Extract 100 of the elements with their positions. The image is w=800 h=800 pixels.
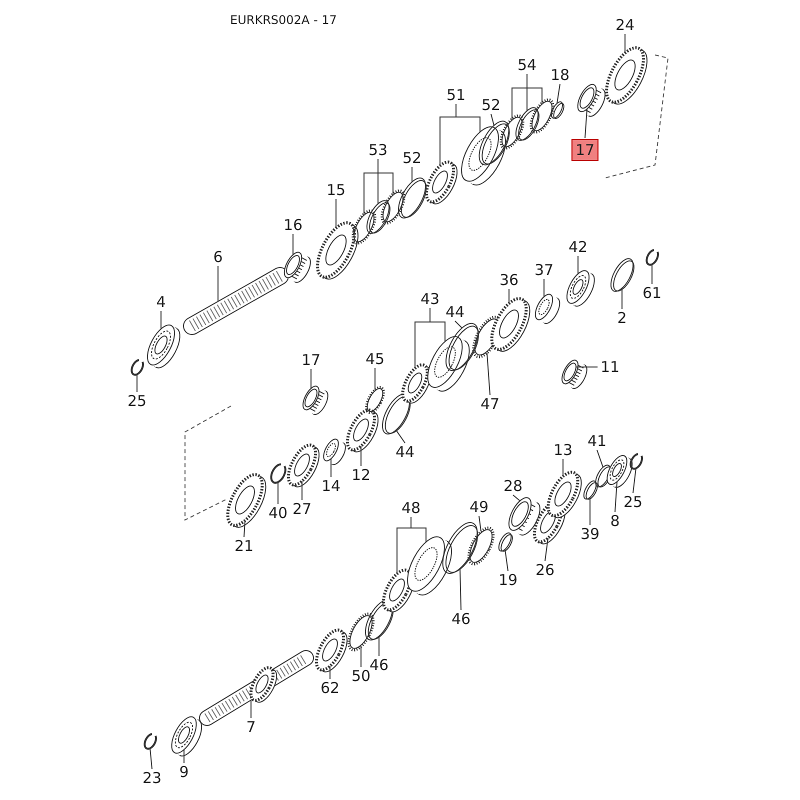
callout-number: 12	[351, 466, 371, 484]
callout-number: 39	[580, 525, 600, 543]
leader-line	[136, 373, 138, 392]
ring	[610, 258, 634, 292]
ring	[498, 532, 513, 552]
gear	[546, 470, 582, 518]
ring	[380, 189, 406, 225]
leader-line	[544, 538, 548, 562]
callout-number: 7	[246, 718, 256, 736]
callout-number: 48	[401, 499, 421, 517]
ring	[366, 200, 390, 234]
leader-line	[512, 494, 520, 502]
leader-line	[430, 308, 446, 342]
bearing	[577, 84, 606, 117]
bearing	[284, 252, 311, 283]
leader-line	[330, 458, 332, 478]
ring	[530, 98, 554, 134]
callout-number: 14	[321, 477, 341, 495]
sleeve	[461, 126, 506, 186]
gear	[346, 408, 379, 452]
callout-number: 47	[480, 395, 500, 413]
callout-number: 37	[534, 261, 554, 279]
highlighted-callout-number: 17	[571, 139, 599, 161]
leader-line	[508, 288, 510, 304]
leader-line	[160, 310, 162, 330]
leader-line	[250, 700, 252, 718]
callout-number: 9	[179, 763, 189, 781]
snap-ring	[270, 463, 286, 484]
leader-line	[460, 568, 462, 610]
ring	[365, 386, 385, 414]
bearing	[302, 386, 328, 415]
sleeve	[427, 336, 470, 392]
leader-line	[478, 516, 482, 532]
callout-number: 28	[503, 477, 523, 495]
leader-line	[562, 458, 564, 477]
callout-number: 13	[553, 441, 573, 459]
callout-number: 16	[283, 216, 303, 234]
callout-number: 8	[610, 512, 620, 530]
ring	[398, 178, 427, 218]
bearing	[606, 454, 633, 488]
callout-number: 42	[568, 238, 588, 256]
callout-number: 24	[615, 16, 635, 34]
ring	[347, 612, 375, 652]
leader-line	[624, 34, 626, 54]
bearing	[566, 270, 595, 307]
bearing	[146, 324, 180, 368]
snap-ring	[630, 453, 643, 470]
leader-line	[504, 548, 508, 572]
leader-line	[584, 108, 588, 138]
callout-number: 62	[320, 679, 340, 697]
leader-line	[556, 84, 560, 104]
leader-line	[454, 320, 462, 328]
gear	[316, 221, 358, 280]
leader-line	[360, 446, 362, 466]
ring	[515, 107, 540, 141]
ring	[382, 394, 411, 434]
snap-ring	[130, 359, 144, 376]
leader-line	[244, 520, 246, 538]
ring	[442, 522, 478, 574]
snap-ring	[646, 249, 659, 266]
ring	[478, 120, 510, 166]
bearing	[562, 360, 588, 389]
diagram-title: EURKRS002A - 17	[230, 13, 337, 27]
callout-number: 18	[550, 66, 570, 84]
leader-line	[378, 158, 394, 194]
callout-number: 26	[535, 561, 555, 579]
callout-number: 43	[420, 290, 440, 308]
callout-number: 17	[301, 351, 321, 369]
callout-number: 51	[446, 86, 466, 104]
callout-number: 6	[213, 248, 223, 266]
callout-number: 15	[326, 181, 346, 199]
callout-number: 49	[469, 498, 489, 516]
callout-number: 25	[127, 392, 147, 410]
callout-number: 23	[142, 769, 162, 787]
callout-number: 50	[351, 667, 371, 685]
leader-line	[292, 234, 294, 256]
callout-number: 2	[617, 309, 627, 327]
callout-number: 44	[395, 443, 415, 461]
callout-number: 53	[368, 141, 388, 159]
callout-number: 44	[445, 303, 465, 321]
callout-number: 19	[498, 571, 518, 589]
ring	[446, 322, 479, 372]
leader-line	[614, 481, 618, 512]
leader-line	[374, 368, 376, 390]
sleeve	[534, 294, 560, 324]
callout-number: 25	[623, 493, 643, 511]
callout-number: 41	[587, 432, 607, 450]
ring	[583, 480, 598, 500]
gear	[286, 444, 320, 488]
ring	[500, 114, 524, 150]
ring	[550, 101, 564, 119]
leader-line	[360, 646, 362, 668]
leader-line	[486, 352, 490, 396]
gear	[605, 46, 648, 105]
leader-line	[526, 74, 542, 104]
sleeve	[407, 536, 452, 596]
leader-line	[396, 430, 406, 444]
callout-number: 21	[234, 537, 254, 555]
leader-line	[596, 450, 604, 468]
callout-number: 40	[268, 504, 288, 522]
